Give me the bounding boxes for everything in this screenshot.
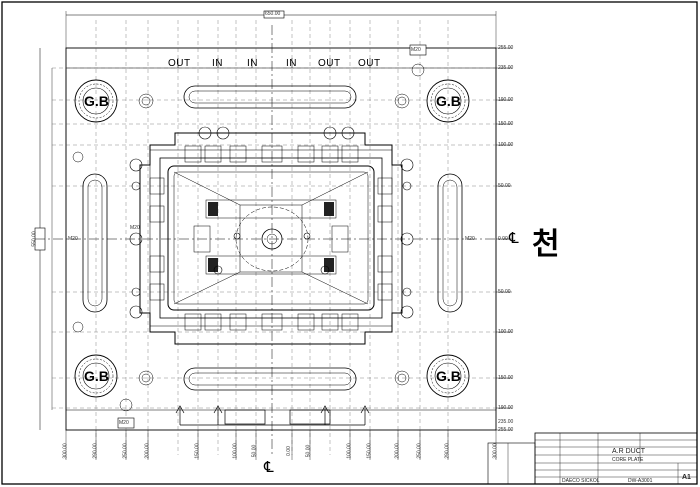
title-company: DAECO SICKOL bbox=[562, 478, 600, 484]
right-dim: 50.00 bbox=[498, 289, 511, 295]
top-overall-dimension: 650.00 bbox=[265, 11, 281, 17]
right-dim: 235.00 bbox=[498, 65, 514, 71]
right-dim: 150.00 bbox=[498, 121, 514, 127]
centerline-symbol-right: ℄ bbox=[509, 230, 519, 247]
cooling-slot-left bbox=[82, 173, 108, 313]
side-overall-dimension: 550.00 bbox=[31, 231, 38, 247]
right-dim: 235.00 bbox=[498, 419, 514, 425]
bottom-dim: 300.00 bbox=[492, 443, 499, 459]
right-dim: 150.00 bbox=[498, 375, 514, 381]
bottom-dim: 250.00 bbox=[416, 443, 423, 459]
right-dim: 190.00 bbox=[498, 97, 514, 103]
right-dim: 100.00 bbox=[498, 329, 514, 335]
bottom-dim: 290.00 bbox=[92, 443, 99, 459]
cooling-slot-top bbox=[183, 85, 357, 109]
title-project: A.R DUCT bbox=[612, 448, 646, 455]
bottom-dim: 300.00 bbox=[62, 443, 69, 459]
flow-label-out-3: OUT bbox=[358, 58, 381, 69]
right-dim: 50.00 bbox=[498, 183, 511, 189]
bottom-dim: 0.00 bbox=[285, 446, 292, 456]
right-dim: 255.00 bbox=[498, 45, 514, 51]
guide-bush-label-tl: G.B bbox=[84, 93, 109, 109]
guide-bush-tl bbox=[74, 79, 118, 123]
guide-bush-label-bl: G.B bbox=[84, 368, 109, 384]
core-block-outline bbox=[139, 132, 403, 345]
tap-label-center: M20 bbox=[130, 225, 140, 231]
title-drawing-no: DW-A3001 bbox=[628, 478, 653, 484]
guide-bush-tr bbox=[426, 79, 470, 123]
bottom-dim: 200.00 bbox=[144, 443, 151, 459]
korean-mark: 천 bbox=[532, 228, 560, 261]
tap-label-bottom: M20 bbox=[119, 420, 129, 426]
tap-label-top: M20 bbox=[411, 47, 421, 53]
bottom-dim: 100.00 bbox=[346, 443, 353, 459]
tap-label-right: M20 bbox=[465, 236, 475, 242]
flow-label-out-1: OUT bbox=[168, 58, 191, 69]
bottom-dim: 50.00 bbox=[305, 444, 312, 458]
title-block bbox=[487, 432, 698, 485]
centerline-symbol-bottom: ℄ bbox=[264, 459, 274, 476]
right-dim: 255.00 bbox=[498, 427, 514, 433]
guide-bush-label-br: G.B bbox=[436, 368, 461, 384]
flow-label-in-2: IN bbox=[247, 58, 258, 69]
bottom-dim: 100.00 bbox=[232, 443, 239, 459]
flow-label-in-3: IN bbox=[286, 58, 297, 69]
guide-bush-br bbox=[426, 354, 470, 398]
bottom-dim: 150.00 bbox=[366, 443, 373, 459]
title-part: CORE PLATE bbox=[612, 457, 644, 463]
cooling-slot-bottom bbox=[183, 367, 357, 391]
guide-bush-label-tr: G.B bbox=[436, 93, 461, 109]
cooling-slot-right bbox=[437, 173, 463, 313]
right-dim: 190.00 bbox=[498, 405, 514, 411]
right-dim: 100.00 bbox=[498, 142, 514, 148]
title-sheet-size: A1 bbox=[682, 474, 691, 481]
bottom-dim: 50.00 bbox=[251, 444, 258, 458]
flow-label-out-2: OUT bbox=[318, 58, 341, 69]
tap-label-left: M20 bbox=[68, 236, 78, 242]
right-dim: 0.00 bbox=[498, 236, 508, 242]
guide-bush-bl bbox=[74, 354, 118, 398]
bottom-dim: 150.00 bbox=[194, 443, 201, 459]
bottom-dim: 290.00 bbox=[444, 443, 451, 459]
flow-label-in-1: IN bbox=[212, 58, 223, 69]
bottom-dim: 250.00 bbox=[122, 443, 129, 459]
bottom-dim: 200.00 bbox=[394, 443, 401, 459]
